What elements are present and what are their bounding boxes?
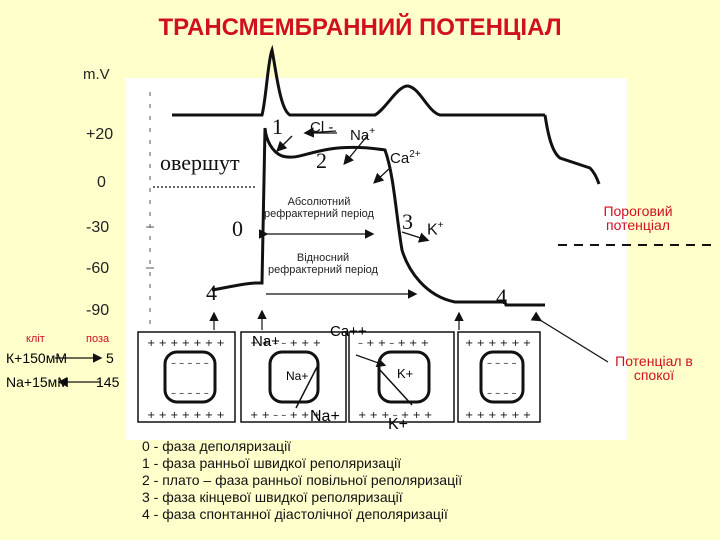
k-outside: 5 xyxy=(106,350,114,366)
na-ion-charge: + xyxy=(369,126,376,137)
tick-plus20: +20 xyxy=(86,126,114,143)
action-potential-curve xyxy=(211,127,545,307)
legend-item: 2 - плато – фаза ранньої повільної репол… xyxy=(142,472,463,488)
resting-potential-label: Потенціал в спокої xyxy=(615,353,693,383)
cell-na-top-label: Na+ xyxy=(252,333,280,350)
tick-minus30: -30 xyxy=(86,219,110,236)
k-ion-charge: + xyxy=(437,220,444,231)
cell-inside-header: кліт xyxy=(26,333,45,345)
phase-4-left-label: 4 xyxy=(206,280,217,305)
cell-k-bottom-label: K+ xyxy=(388,416,409,433)
overshoot-label: овершут xyxy=(160,150,240,175)
legend-item: 4 - фаза спонтанної діастолічної деполяр… xyxy=(142,506,448,522)
svg-text:+ + – – + + +: + + – – + + + xyxy=(250,338,321,349)
svg-text:– – – – –: – – – – – xyxy=(171,358,209,369)
ca-ion-label: Ca2+ xyxy=(390,149,421,167)
na-inside: Na+15мМ xyxy=(6,374,69,390)
legend-item: 1 - фаза ранньої швидкої реполяризації xyxy=(142,455,402,471)
svg-text:– – – –: – – – – xyxy=(487,388,517,399)
phase-3-label: 3 xyxy=(402,209,413,234)
relative-refractory-label: Відносний рефрактерний період xyxy=(268,252,378,276)
svg-text:+ + + + + +: + + + + + + xyxy=(465,338,531,349)
cell-na-bottom-label: Na+ xyxy=(310,408,340,425)
tick-minus90: -90 xyxy=(86,302,110,319)
svg-text:+ + + – + + +: + + + – + + + xyxy=(358,410,432,421)
svg-text:+ + + + + +: + + + + + + xyxy=(465,410,531,421)
na-outside: 145 xyxy=(96,374,120,390)
cell-na-inner-label: Na+ xyxy=(286,369,309,383)
k-inside: К+150мМ xyxy=(6,350,67,366)
page-title: ТРАНСМЕМБРАННИЙ ПОТЕНЦІАЛ xyxy=(158,14,562,41)
axis-unit: m.V xyxy=(83,66,110,83)
cell-diagrams xyxy=(137,331,541,423)
ca-ion-charge: 2+ xyxy=(409,149,421,160)
phase-2-label: 2 xyxy=(316,148,327,173)
na-ion-label: Na+ xyxy=(350,126,375,144)
legend-item: 3 - фаза кінцевої швидкої реполяризації xyxy=(142,489,403,505)
absolute-refractory-label: Абсолютний рефрактерний період xyxy=(264,196,374,220)
svg-text:– – – – –: – – – – – xyxy=(171,388,209,399)
svg-text:– + + – + + +: – + + – + + + xyxy=(358,338,429,349)
membrane-charges: + + + + + + + + + + + + + + – – – – – – … xyxy=(147,338,531,421)
phase-0-label: 0 xyxy=(232,216,243,241)
cell-k-inner-label: K+ xyxy=(397,366,414,381)
phase-legend: 0 - фаза деполяризації 1 - фаза ранньої … xyxy=(142,438,462,523)
legend-item: 0 - фаза деполяризації xyxy=(142,438,292,454)
phase-1-label: 1 xyxy=(272,114,283,139)
svg-text:– – – –: – – – – xyxy=(487,358,517,369)
svg-text:+ + – – + + +: + + – – + + + xyxy=(250,410,321,421)
upper-action-potential-curve xyxy=(172,44,545,117)
svg-text:+ + + + + + +: + + + + + + + xyxy=(147,338,225,349)
diagram-panel xyxy=(125,78,627,440)
y-axis xyxy=(146,92,154,330)
cell-ca-top-label: Ca++ xyxy=(330,323,367,340)
k-ion-text: K xyxy=(427,221,438,239)
tick-0: 0 xyxy=(97,174,106,191)
k-ion-label: K+ xyxy=(427,220,444,239)
phase-4-right-label: 4 xyxy=(496,284,507,309)
tick-minus60: -60 xyxy=(86,260,110,277)
ca-ion-text: Ca xyxy=(390,150,410,167)
svg-text:+ + + + + + +: + + + + + + + xyxy=(147,410,225,421)
action-potential-right-tail xyxy=(543,114,601,185)
cl-ion-label: Cl - xyxy=(310,119,334,136)
na-ion-text: Na xyxy=(350,127,370,144)
cell-outside-header: поза xyxy=(86,333,110,345)
threshold-potential-label: Пороговий потенціал xyxy=(603,203,673,233)
